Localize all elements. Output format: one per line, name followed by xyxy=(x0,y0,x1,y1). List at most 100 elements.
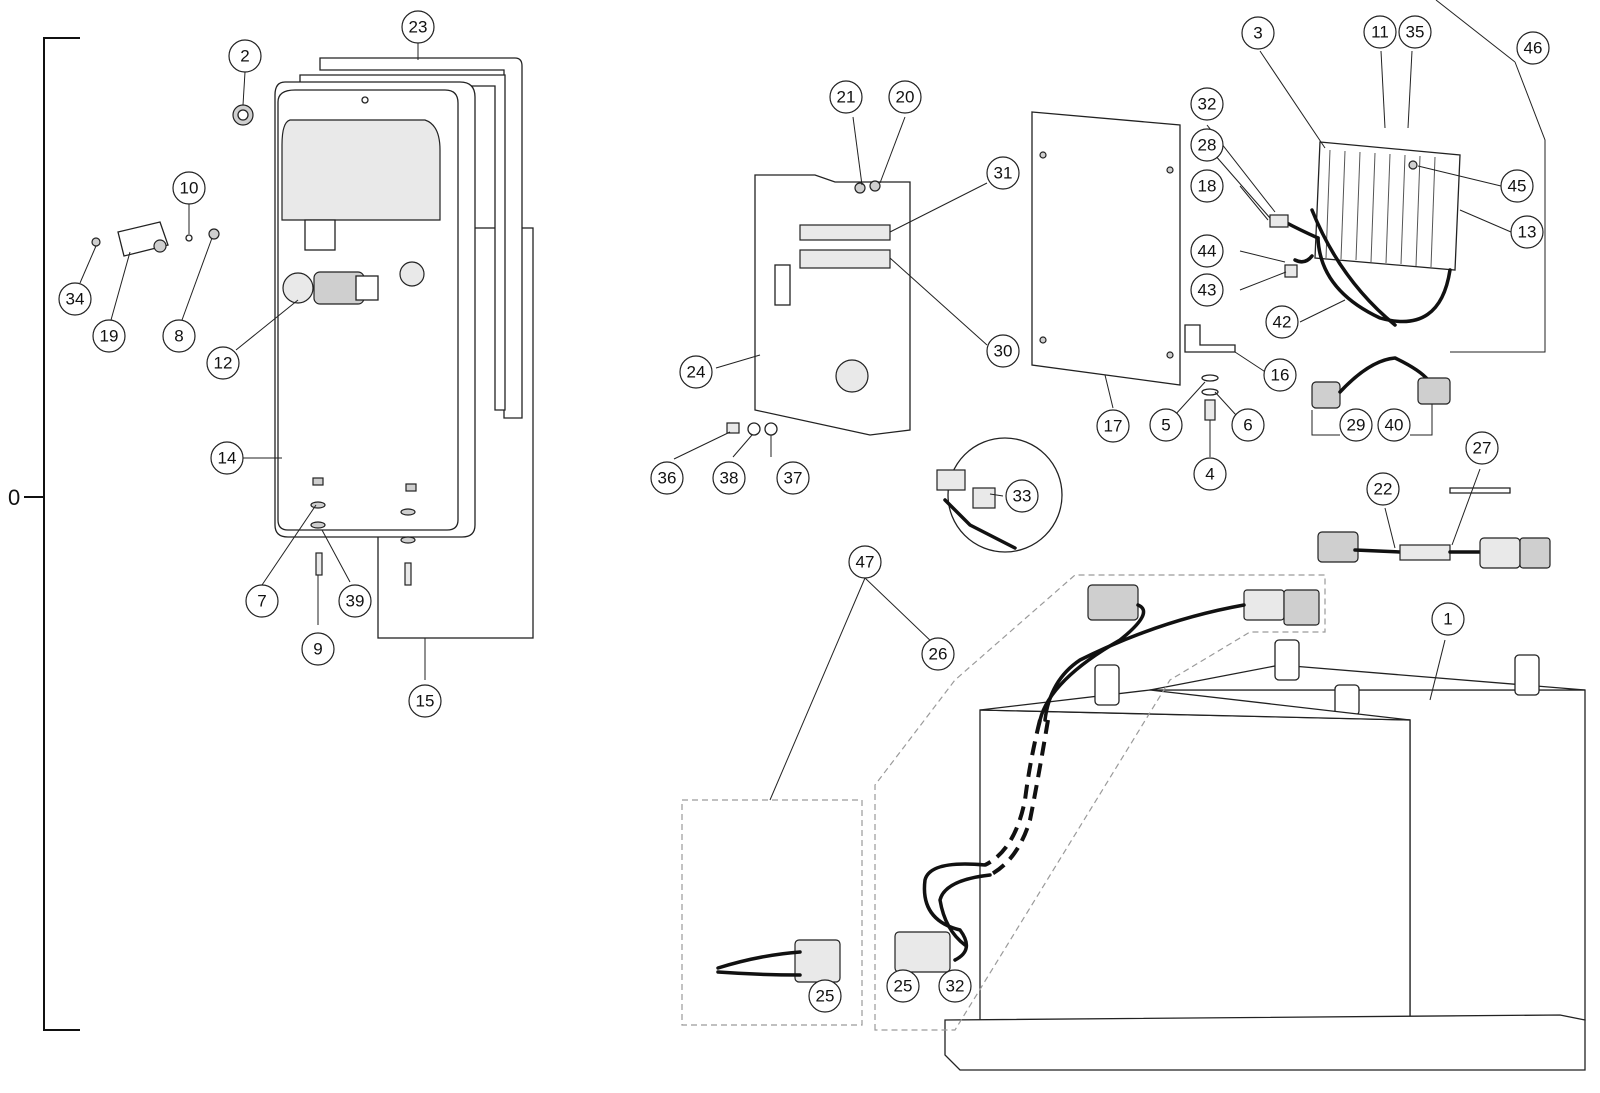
svg-text:28: 28 xyxy=(1198,136,1217,155)
dashbox-26 xyxy=(874,574,1326,1031)
washer-38 xyxy=(747,422,761,436)
callout-1: 1 xyxy=(1431,602,1465,636)
svg-text:11: 11 xyxy=(1371,23,1389,42)
callout-44: 44 xyxy=(1190,234,1224,268)
svg-text:16: 16 xyxy=(1271,366,1290,385)
assembly-label: 0 xyxy=(8,485,20,510)
power-cord-29-40 xyxy=(1311,356,1451,409)
svg-text:29: 29 xyxy=(1347,416,1366,435)
callout-39: 39 xyxy=(338,584,372,618)
svg-text:30: 30 xyxy=(994,342,1013,361)
callout-43: 43 xyxy=(1190,273,1224,307)
svg-text:21: 21 xyxy=(837,88,856,107)
svg-text:42: 42 xyxy=(1273,313,1292,332)
callout-11: 11 xyxy=(1363,15,1397,49)
callout-19: 19 xyxy=(92,319,126,353)
callout-18: 18 xyxy=(1190,169,1224,203)
control-panel-14 xyxy=(274,81,476,538)
svg-text:10: 10 xyxy=(180,179,199,198)
callout-45: 45 xyxy=(1500,169,1534,203)
callout-23: 23 xyxy=(401,10,435,44)
svg-text:35: 35 xyxy=(1406,23,1425,42)
battery-tray xyxy=(944,1014,1586,1071)
nut-8 xyxy=(208,228,220,240)
svg-text:25: 25 xyxy=(816,987,835,1006)
callout-5: 5 xyxy=(1149,408,1183,442)
callout-30: 30 xyxy=(986,334,1020,368)
screws-9 xyxy=(315,552,412,586)
callout-13: 13 xyxy=(1510,215,1544,249)
indicator-hole xyxy=(399,261,425,287)
callout-36: 36 xyxy=(650,461,684,495)
svg-text:44: 44 xyxy=(1198,242,1217,261)
nut-2 xyxy=(232,104,254,126)
charger-13 xyxy=(1314,141,1461,271)
charger-controller-24 xyxy=(754,174,911,436)
assembly-bracket: 0 xyxy=(8,37,80,1031)
washer-10 xyxy=(185,234,193,242)
svg-text:22: 22 xyxy=(1374,480,1393,499)
callout-3: 3 xyxy=(1241,16,1275,50)
callout-9: 9 xyxy=(301,632,335,666)
svg-text:14: 14 xyxy=(218,449,237,468)
svg-text:43: 43 xyxy=(1198,281,1217,300)
callout-16: 16 xyxy=(1263,358,1297,392)
svg-text:1: 1 xyxy=(1443,610,1452,629)
svg-text:40: 40 xyxy=(1385,416,1404,435)
callout-40: 40 xyxy=(1377,408,1411,442)
svg-text:13: 13 xyxy=(1518,223,1537,242)
harness-22 xyxy=(1317,531,1551,569)
key-switch-12 xyxy=(282,271,379,305)
callout-33: 33 xyxy=(1005,479,1039,513)
callout-7: 7 xyxy=(245,584,279,618)
callout-29: 29 xyxy=(1339,408,1373,442)
svg-text:39: 39 xyxy=(346,592,365,611)
callout-47: 47 xyxy=(848,545,882,579)
callout-6: 6 xyxy=(1231,408,1265,442)
callout-22: 22 xyxy=(1366,472,1400,506)
svg-text:23: 23 xyxy=(409,18,428,37)
svg-text:26: 26 xyxy=(929,645,948,664)
svg-text:33: 33 xyxy=(1013,487,1032,506)
callout-20: 20 xyxy=(888,80,922,114)
svg-text:19: 19 xyxy=(100,327,119,346)
battery-1-front xyxy=(979,664,1411,1031)
callout-28: 28 xyxy=(1190,128,1224,162)
svg-text:12: 12 xyxy=(214,354,233,373)
svg-text:17: 17 xyxy=(1104,417,1123,436)
connector-43 xyxy=(1284,264,1298,278)
svg-text:6: 6 xyxy=(1243,416,1252,435)
battery-cable-26 xyxy=(894,584,1320,973)
svg-text:46: 46 xyxy=(1524,39,1543,58)
outline-46 xyxy=(1435,0,1546,353)
callout-12: 12 xyxy=(206,346,240,380)
callout-21: 21 xyxy=(829,80,863,114)
svg-text:3: 3 xyxy=(1253,24,1262,43)
svg-text:5: 5 xyxy=(1161,416,1170,435)
callout-35: 35 xyxy=(1398,15,1432,49)
callout-10: 10 xyxy=(172,171,206,205)
screw-34 xyxy=(91,237,101,247)
svg-text:38: 38 xyxy=(720,469,739,488)
callout-27: 27 xyxy=(1465,431,1499,465)
svg-text:2: 2 xyxy=(240,47,249,66)
charger-cables xyxy=(1283,208,1452,327)
callout-17: 17 xyxy=(1096,409,1130,443)
svg-text:34: 34 xyxy=(66,290,85,309)
svg-text:18: 18 xyxy=(1198,177,1217,196)
callout-26: 26 xyxy=(921,637,955,671)
svg-text:31: 31 xyxy=(994,164,1013,183)
svg-text:20: 20 xyxy=(896,88,915,107)
callout-24: 24 xyxy=(679,355,713,389)
clip-27 xyxy=(1449,487,1511,494)
svg-text:45: 45 xyxy=(1508,177,1527,196)
bracket-16 xyxy=(1184,324,1236,353)
hardware-4-5-6 xyxy=(1201,374,1219,421)
fuse-detail-33 xyxy=(936,437,1063,553)
callout-14: 14 xyxy=(210,441,244,475)
dashbox-47 xyxy=(681,799,863,1026)
svg-text:37: 37 xyxy=(784,469,803,488)
standoffs-7-39 xyxy=(310,477,417,544)
callout-4: 4 xyxy=(1193,457,1227,491)
